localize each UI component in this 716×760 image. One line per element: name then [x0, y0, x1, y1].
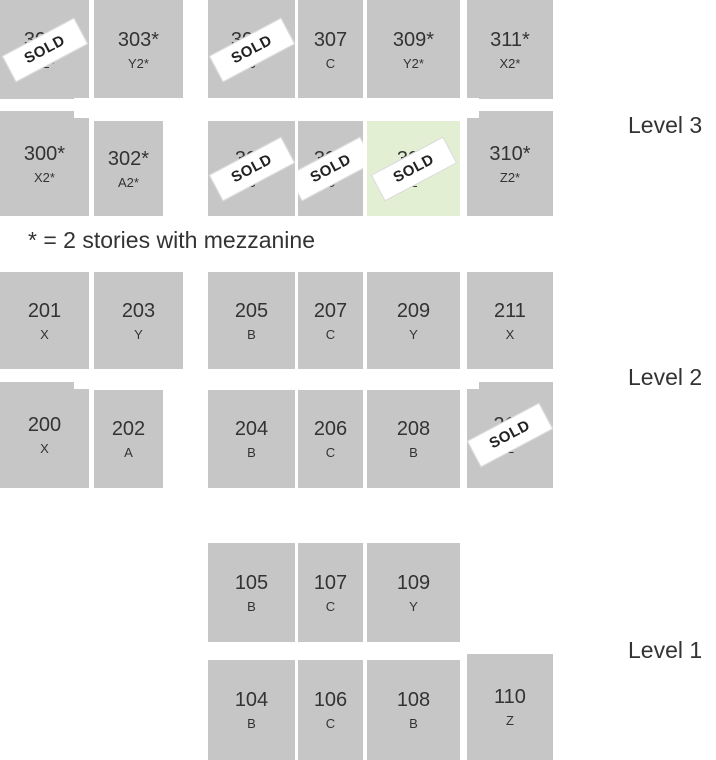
- unit-number: 309*: [392, 28, 435, 51]
- unit-number: 107: [313, 571, 348, 594]
- unit-type: Y2*: [128, 55, 149, 71]
- unit-type: C: [325, 598, 336, 614]
- unit-type: Y: [409, 598, 418, 614]
- unit-type: C: [325, 55, 336, 71]
- unit-type: B: [247, 598, 256, 614]
- unit-number: 207: [313, 299, 348, 322]
- unit-number: 302*: [107, 147, 150, 170]
- sold-badge: SOLD: [208, 136, 295, 201]
- unit-type: Z2*: [499, 169, 521, 185]
- sold-badge: SOLD: [370, 136, 457, 201]
- sold-badge: SOLD: [208, 17, 295, 82]
- unit-301[interactable]: 301*Z2*SOLD: [0, 0, 89, 99]
- unit-number: 208: [396, 418, 431, 440]
- unit-number: 200: [27, 414, 62, 436]
- sold-badge: SOLD: [298, 136, 363, 201]
- unit-number: 109: [396, 571, 431, 594]
- unit-type: X: [40, 441, 49, 456]
- unit-type: X2*: [499, 55, 521, 71]
- unit-type: B: [409, 445, 418, 460]
- unit-type: B: [409, 716, 418, 731]
- unit-number: 303*: [117, 28, 160, 51]
- unit-type: A: [124, 445, 133, 460]
- mezzanine-note: * = 2 stories with mezzanine: [28, 227, 315, 253]
- level-label-1: Level 1: [628, 637, 703, 663]
- unit-number: 307: [313, 28, 348, 51]
- unit-type: C: [325, 716, 336, 731]
- unit-210[interactable]: 210ZSOLD: [467, 382, 553, 488]
- unit-type: B: [247, 445, 256, 460]
- level-label-3: Level 3: [628, 112, 703, 138]
- unit-type: Y: [409, 326, 418, 342]
- unit-type: X: [505, 326, 515, 342]
- unit-300[interactable]: 300* X2*: [0, 111, 89, 216]
- unit-304[interactable]: 304BSOLD: [208, 121, 295, 216]
- unit-number: 110: [494, 686, 526, 708]
- unit-number: 204: [234, 418, 269, 440]
- unit-type: Y2*: [403, 55, 424, 71]
- unit-type: A2*: [118, 174, 139, 190]
- unit-type: Y: [134, 326, 143, 342]
- unit-type: Z: [506, 713, 514, 728]
- unit-311[interactable]: 311* X2*: [467, 0, 553, 99]
- unit-306[interactable]: 306CSOLD: [298, 121, 363, 216]
- unit-number: 202: [111, 418, 146, 440]
- sold-badge: SOLD: [1, 17, 88, 82]
- sold-badge: SOLD: [467, 402, 553, 468]
- unit-number: 311*: [490, 28, 530, 51]
- unit-number: 203: [121, 299, 156, 322]
- unit-number: 209: [396, 299, 431, 322]
- unit-310[interactable]: 310* Z2*: [467, 111, 553, 216]
- unit-number: 211: [494, 299, 526, 322]
- unit-number: 104: [234, 689, 269, 711]
- unit-number: 105: [234, 571, 269, 594]
- unit-type: B: [247, 326, 256, 342]
- unit-number: 310*: [489, 142, 531, 165]
- unit-type: C: [325, 445, 336, 460]
- walkway: [74, 369, 479, 389]
- unit-number: 108: [396, 689, 431, 711]
- unit-number: 106: [313, 689, 348, 711]
- level-label-2: Level 2: [628, 364, 703, 390]
- unit-type: X: [40, 326, 49, 342]
- unit-number: 206: [313, 418, 348, 440]
- unit-type: B: [247, 716, 256, 731]
- unit-309[interactable]: 309* Y2*: [367, 0, 460, 99]
- unit-303[interactable]: 303* Y2*: [94, 0, 183, 99]
- unit-302[interactable]: 302* A2*: [94, 121, 163, 216]
- walkway: [74, 98, 479, 118]
- unit-number: 201: [27, 299, 62, 322]
- unit-number: 300*: [23, 142, 66, 165]
- unit-308[interactable]: 308ZSOLD: [367, 121, 460, 216]
- unit-number: 205: [234, 299, 269, 322]
- unit-type: X2*: [34, 169, 55, 185]
- unit-type: C: [325, 326, 336, 342]
